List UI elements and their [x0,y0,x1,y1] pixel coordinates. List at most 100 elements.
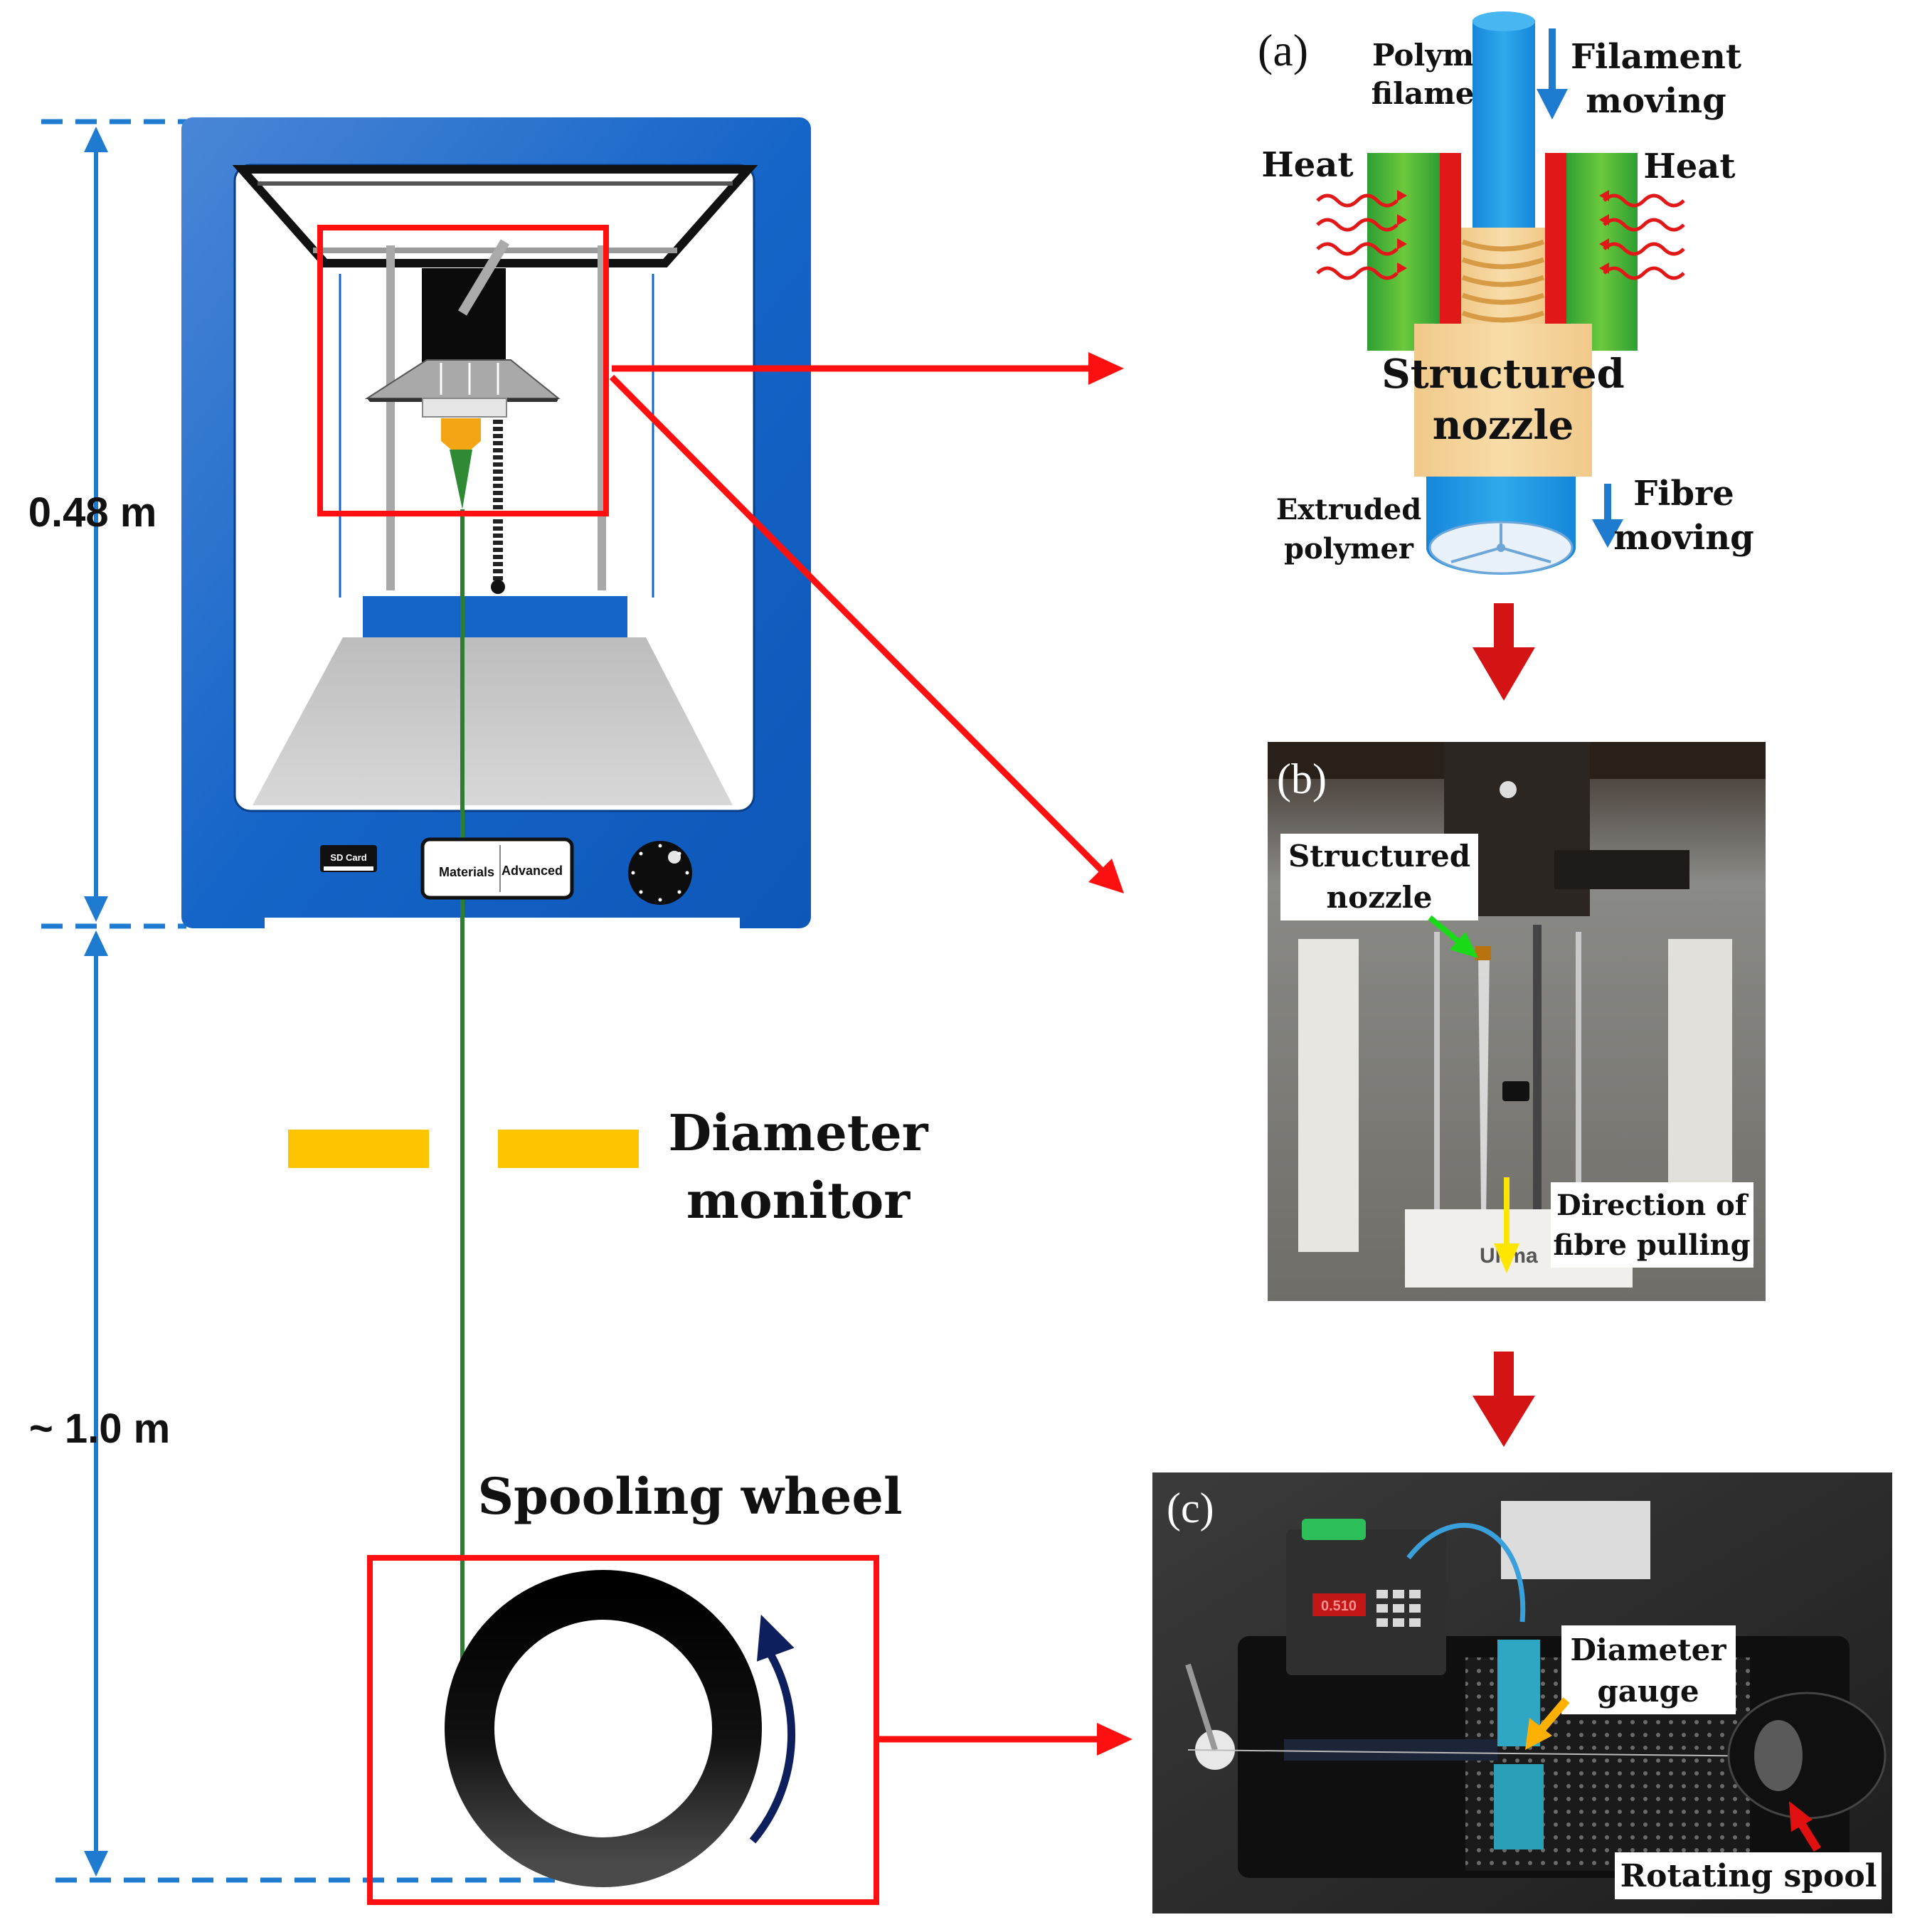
fibre-moving-label-2: moving [1613,518,1754,558]
photo-green-plug [1302,1519,1366,1540]
gauge-pointer [1539,1697,1570,1731]
arrow-down-icon [1537,89,1568,120]
diameter-monitor: Diameter monitor [288,1103,929,1230]
fibre-moving-label-1: Fibre [1633,474,1734,514]
direction-label-2: fibre pulling [1553,1228,1750,1262]
structured-nozzle [1414,324,1592,477]
flow-arrows [1473,603,1535,1447]
spooling-wheel: Spooling wheel [367,1467,1132,1905]
photo-nozzle-tip [1475,946,1491,960]
monitor-label-line2: monitor [686,1171,911,1230]
arrow-right-icon [1088,352,1124,385]
print-head-callout-box [317,225,609,516]
photo-fibre-line [1187,1749,1836,1758]
filament-rod [1473,20,1535,248]
gauge-label-box [1561,1625,1736,1714]
arrow-down-icon [1473,1396,1535,1447]
photo-clip [1502,1081,1529,1101]
printer-height-label: 0.48 m [28,489,157,536]
photo-rod [1434,932,1440,1252]
filament-moving-label-2: moving [1586,81,1726,121]
extruded-label-2: polymer [1284,532,1414,566]
photo-cable [1406,1523,1526,1623]
photo-display [1312,1593,1366,1616]
arrow-up-icon [84,127,108,152]
cross-section-center [1497,543,1505,552]
sd-card-edge [324,866,373,871]
nozzle-label-box [1280,834,1478,920]
photo-pulley-arm [1185,1663,1218,1751]
photo-rod [1576,932,1581,1252]
photo-rotating-spool [1727,1692,1887,1820]
arrow-down-icon [84,1851,108,1877]
rod-left [386,245,395,590]
filament-top [1473,11,1535,31]
print-head-block [422,268,506,364]
spool-callout-box [367,1555,879,1905]
gauge-label-1: Diameter [1570,1633,1726,1667]
knob-highlight [668,851,681,864]
control-knob [628,841,692,905]
head-plate [422,398,507,418]
direction-label-box [1551,1182,1754,1268]
panel-b: Ul ma (b) Structured nozzle Direction of… [1268,742,1766,1301]
photo-power-supply [1501,1501,1650,1579]
monitor-label-line1: Diameter [668,1103,928,1162]
lead-screw-end [491,580,505,594]
spool-label-box [1615,1852,1882,1899]
print-bed [363,596,627,637]
photo-gauge-base [1494,1764,1544,1849]
photo-display-reading: 0.510 [1321,1598,1357,1614]
nozzle-label-b-2: nozzle [1327,880,1433,915]
spool-wheel-title: Spooling wheel [477,1467,902,1526]
photo-controller [1286,1529,1446,1675]
monitor-bar-left [288,1130,429,1168]
sd-card-label: SD Card [330,852,366,863]
spool-pointer [1795,1818,1822,1852]
arrow-icon [1789,1801,1813,1832]
rotation-arc [749,1648,796,1844]
sd-card-slot [320,845,377,872]
photo-rail [1284,1739,1497,1761]
printer-floor [253,637,733,805]
flow-arrow-shaft [1494,603,1514,647]
photo-fibre [1478,953,1490,1273]
arrow-icon [1525,1718,1552,1750]
arrow-right-icon [1088,859,1124,893]
gauge-label-2: gauge [1597,1674,1699,1709]
printer: SD Card Materials Advanced [181,117,811,1692]
heat-wave-arrowheads [1397,190,1609,274]
advanced-menu: Advanced [502,864,563,878]
heat-waves-left [1316,193,1399,280]
arrow-right-icon [1097,1723,1132,1756]
flow-arrow-shaft [1494,1352,1514,1396]
panel-a: (a) Polymer filament Filament moving Hea… [1258,11,1754,575]
panel-c-letter: (c) [1167,1485,1214,1532]
heat-label-left: Heat [1261,145,1353,185]
gantry-frame [232,165,758,267]
arrow-down-icon [1473,647,1535,701]
panel-c: 0.510 (c) Diameter gauge Rotating spool [1152,1472,1892,1914]
photo-spool-hub [1754,1720,1803,1791]
filament-moving-label-1: Filament [1571,37,1741,77]
photo-screw [1500,781,1517,798]
heat-label-right: Heat [1643,147,1735,186]
bowden-tube [457,239,510,316]
nozzle-label-2: nozzle [1433,402,1574,449]
extrusion-cone [450,450,472,509]
wheel-ring [445,1570,762,1887]
extruded-label-1: Extruded [1276,493,1421,526]
rotation-arrow-icon [756,1614,795,1662]
nozzle-label-b-1: Structured [1288,839,1470,874]
monitor-bar-right [498,1130,639,1168]
materials-menu: Materials [439,865,494,879]
control-panel [420,837,574,900]
arrow-down-icon [1494,1243,1519,1273]
photo-side-panel-left [1298,939,1359,1252]
dimension-scale: 0.48 m ~ 1.0 m [28,119,619,1883]
arrow-down-icon [84,896,108,922]
knob-ticks [631,844,689,902]
drop-height-label: ~ 1.0 m [29,1406,170,1452]
arrow-icon [1450,932,1478,958]
direction-label-1: Direction of [1556,1189,1749,1222]
